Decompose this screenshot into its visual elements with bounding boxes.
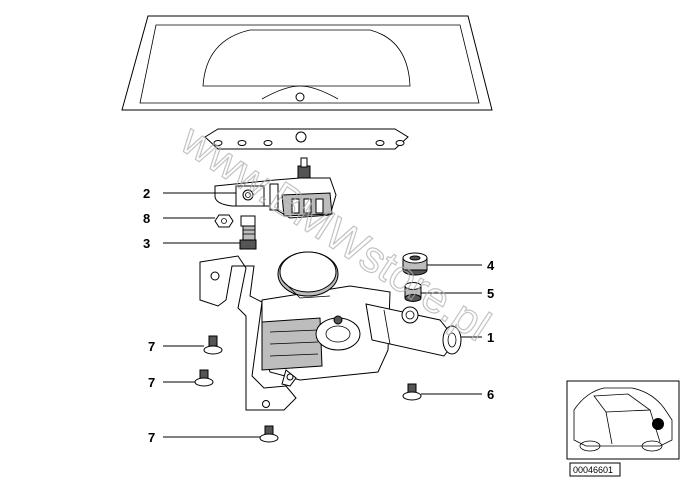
leader-lines (163, 192, 482, 438)
callout-labels: 2 8 3 4 5 1 7 7 6 7 (143, 186, 495, 445)
callout-7-upper: 7 (148, 339, 155, 354)
part-2-pivot-assembly (214, 157, 337, 219)
part-1-wiper-motor (199, 251, 462, 411)
part-8-nut (214, 214, 234, 228)
part-5-bushing (404, 282, 422, 302)
callout-7-lower: 7 (148, 430, 155, 445)
reference-code: 00046601 (573, 465, 613, 475)
reference-code-box: 00046601 (569, 462, 621, 477)
part-3-sleeve (239, 215, 257, 250)
part-7-bolt-upper (203, 335, 223, 355)
callout-5: 5 (487, 286, 494, 301)
callout-4: 4 (487, 258, 495, 273)
callout-8: 8 (143, 211, 150, 226)
mounting-strip (204, 128, 409, 150)
part-4-grommet (402, 252, 428, 276)
car-thumbnail (566, 380, 680, 460)
callout-1: 1 (487, 330, 494, 345)
part-7-bolt-lower (259, 425, 279, 443)
rear-window-glass (121, 15, 493, 111)
part-7-bolt-middle (194, 369, 214, 387)
part-6-bolt (402, 383, 422, 401)
callout-3: 3 (143, 236, 150, 251)
callout-7-middle: 7 (148, 375, 155, 390)
callout-2: 2 (143, 186, 150, 201)
callout-6: 6 (487, 387, 494, 402)
car-location-marker (652, 418, 664, 430)
